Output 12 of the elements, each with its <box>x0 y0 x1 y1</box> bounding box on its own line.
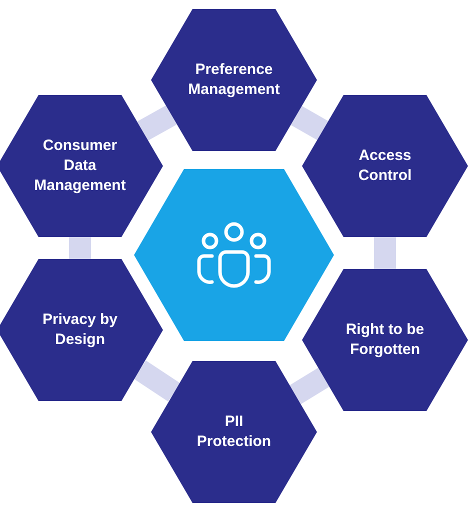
tile-label: Right to be Forgotten <box>344 320 426 360</box>
tile-label: Consumer Data Management <box>34 136 126 196</box>
connector-bar <box>374 237 396 269</box>
connector-bar <box>290 106 328 140</box>
connector-bar <box>137 105 177 141</box>
tile-label: Preference Management <box>188 60 280 100</box>
connector-bar <box>69 237 91 259</box>
tile-label: Access Control <box>357 146 413 186</box>
tile-label: Privacy by Design <box>41 310 119 350</box>
tile-label: PII Protection <box>196 412 272 452</box>
connector-bar <box>289 368 330 404</box>
connector-bar <box>134 360 180 402</box>
